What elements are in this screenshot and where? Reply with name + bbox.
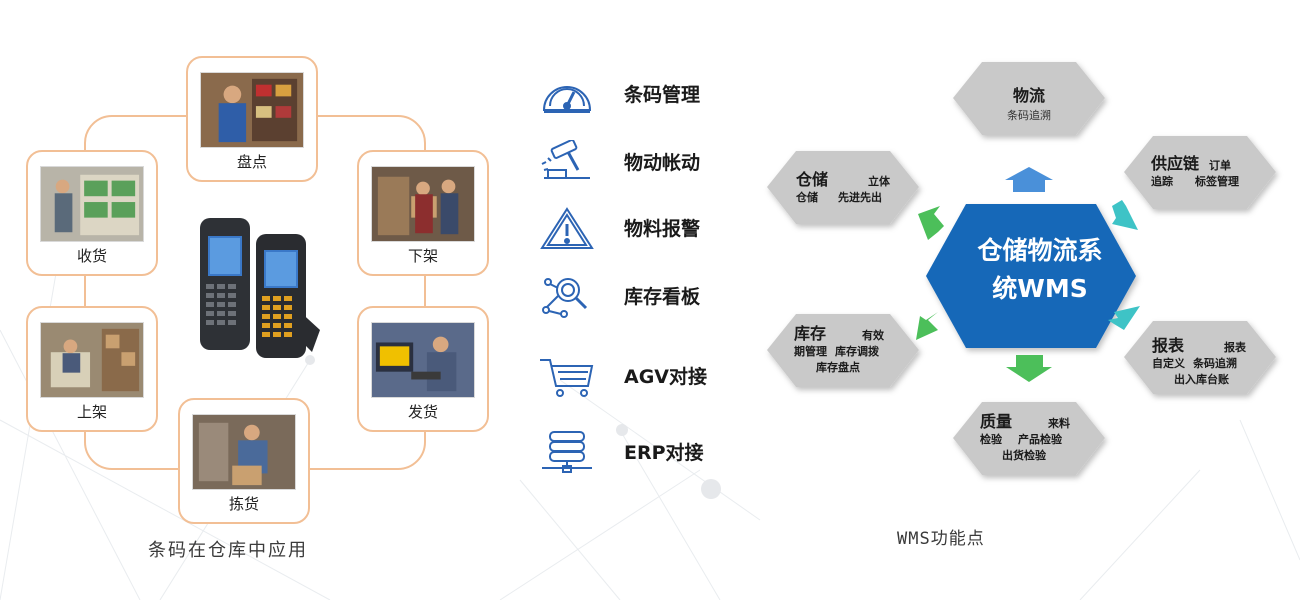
hex-detail: 标签管理 (1195, 175, 1239, 188)
arrow-lower-right-icon (1108, 306, 1140, 330)
feature-label: 物料报警 (624, 218, 701, 240)
wms-hex-diagram (767, 62, 1276, 475)
hex-detail: 追踪 (1151, 175, 1173, 188)
hex-detail: 订单 (1209, 159, 1232, 172)
hex-supply-chain-text: 供应链订单 追踪 标签管理 (1151, 156, 1261, 190)
wms-caption: WMS功能点 (897, 529, 985, 549)
magnifier-network-icon (538, 274, 596, 320)
pick-photo (192, 414, 296, 490)
arrow-upper-right-icon (1112, 200, 1138, 230)
step-label-unshelve: 下架 (407, 247, 438, 265)
feature-erp-integration: ERP对接 (538, 430, 738, 476)
arrow-lower-left-icon (916, 312, 938, 340)
hex-detail: 有效 (862, 329, 885, 342)
step-card-shelve: 上架 (26, 306, 158, 432)
wms-center-line1: 仓储物流系 (977, 236, 1103, 265)
hex-detail: 库存调拨 (835, 345, 879, 358)
wms-center-line2: 统WMS (992, 274, 1088, 303)
feature-label: 库存看板 (624, 286, 701, 308)
hex-reports (1124, 321, 1276, 394)
shelve-photo (40, 322, 144, 398)
ship-photo (371, 322, 475, 398)
hex-center-wms (926, 204, 1136, 348)
gavel-icon (538, 140, 596, 186)
hex-detail: 立体 (868, 175, 891, 188)
step-label-receive: 收货 (76, 247, 107, 265)
step-card-pick: 拣货 (178, 398, 310, 524)
arrow-up-icon (1005, 167, 1053, 192)
warning-icon (538, 206, 596, 252)
hex-detail: 检验 (980, 433, 1002, 446)
feature-label: 条码管理 (624, 84, 701, 106)
cart-icon (538, 354, 596, 400)
hex-title: 仓储 (796, 170, 829, 189)
hex-detail: 先进先出 (838, 191, 882, 204)
hex-detail: 来料 (1048, 417, 1071, 430)
arrow-down-icon (1006, 355, 1052, 382)
hex-supply-chain (1124, 136, 1276, 209)
feature-material-alarm: 物料报警 (538, 206, 738, 252)
step-card-ship: 发货 (357, 306, 489, 432)
hex-title: 报表 (1152, 336, 1185, 355)
step-label-pick: 拣货 (228, 495, 259, 513)
database-icon (538, 430, 596, 476)
step-label-stocktake: 盘点 (236, 153, 267, 171)
hex-detail: 条码追溯 (1007, 109, 1051, 122)
hex-inventory-text: 库存 有效 期管理库存调拨 库存盘点 (794, 326, 898, 376)
feature-label: ERP对接 (624, 442, 704, 464)
hex-detail: 产品检验 (1018, 433, 1062, 446)
hex-logistics (953, 62, 1105, 135)
hex-logistics-text: 物流 条码追溯 (982, 88, 1076, 124)
step-card-stocktake: 盘点 (186, 56, 318, 182)
handheld-scanner-image (200, 218, 320, 358)
hex-title: 供应链 (1151, 154, 1200, 173)
hex-quality (953, 402, 1105, 475)
hex-title: 质量 (980, 412, 1013, 431)
hex-reports-text: 报表 报表 自定义条码追溯 出入库台账 (1152, 338, 1266, 388)
step-label-ship: 发货 (407, 403, 438, 421)
feature-agv-integration: AGV对接 (538, 354, 738, 400)
arrow-upper-left-icon (918, 206, 944, 240)
hex-warehousing-text: 仓储立体 仓储先进先出 (796, 172, 900, 206)
stocktake-photo (200, 72, 304, 148)
hex-detail: 自定义 (1152, 357, 1185, 370)
feature-material-account-sync: 物动帐动 (538, 140, 738, 186)
hex-detail: 条码追溯 (1193, 357, 1237, 370)
hex-title: 库存 (794, 324, 827, 343)
hex-detail: 出货检验 (1002, 449, 1046, 462)
feature-label: AGV对接 (624, 366, 708, 388)
gauge-icon (538, 72, 596, 118)
hex-title: 物流 (1012, 86, 1045, 105)
hex-quality-text: 质量 来料 检验 产品检验 出货检验 (980, 414, 1084, 464)
feature-barcode-management: 条码管理 (538, 72, 738, 118)
feature-label: 物动帐动 (624, 152, 701, 174)
hex-inventory (767, 314, 919, 387)
feature-inventory-board: 库存看板 (538, 274, 738, 320)
step-card-unshelve: 下架 (357, 150, 489, 276)
receive-photo (40, 166, 144, 242)
step-card-receive: 收货 (26, 150, 158, 276)
hex-detail: 出入库台账 (1174, 373, 1229, 386)
hex-detail: 库存盘点 (816, 361, 860, 374)
hex-detail: 报表 (1224, 341, 1247, 354)
hex-warehousing (767, 151, 919, 224)
wms-center-title: 仓储物流系 统WMS (930, 232, 1150, 308)
hex-detail: 仓储 (796, 191, 818, 204)
step-label-shelve: 上架 (76, 403, 107, 421)
barcode-cycle-caption: 条码在仓库中应用 (148, 540, 308, 561)
unshelve-photo (371, 166, 475, 242)
hex-detail: 期管理 (794, 345, 827, 358)
